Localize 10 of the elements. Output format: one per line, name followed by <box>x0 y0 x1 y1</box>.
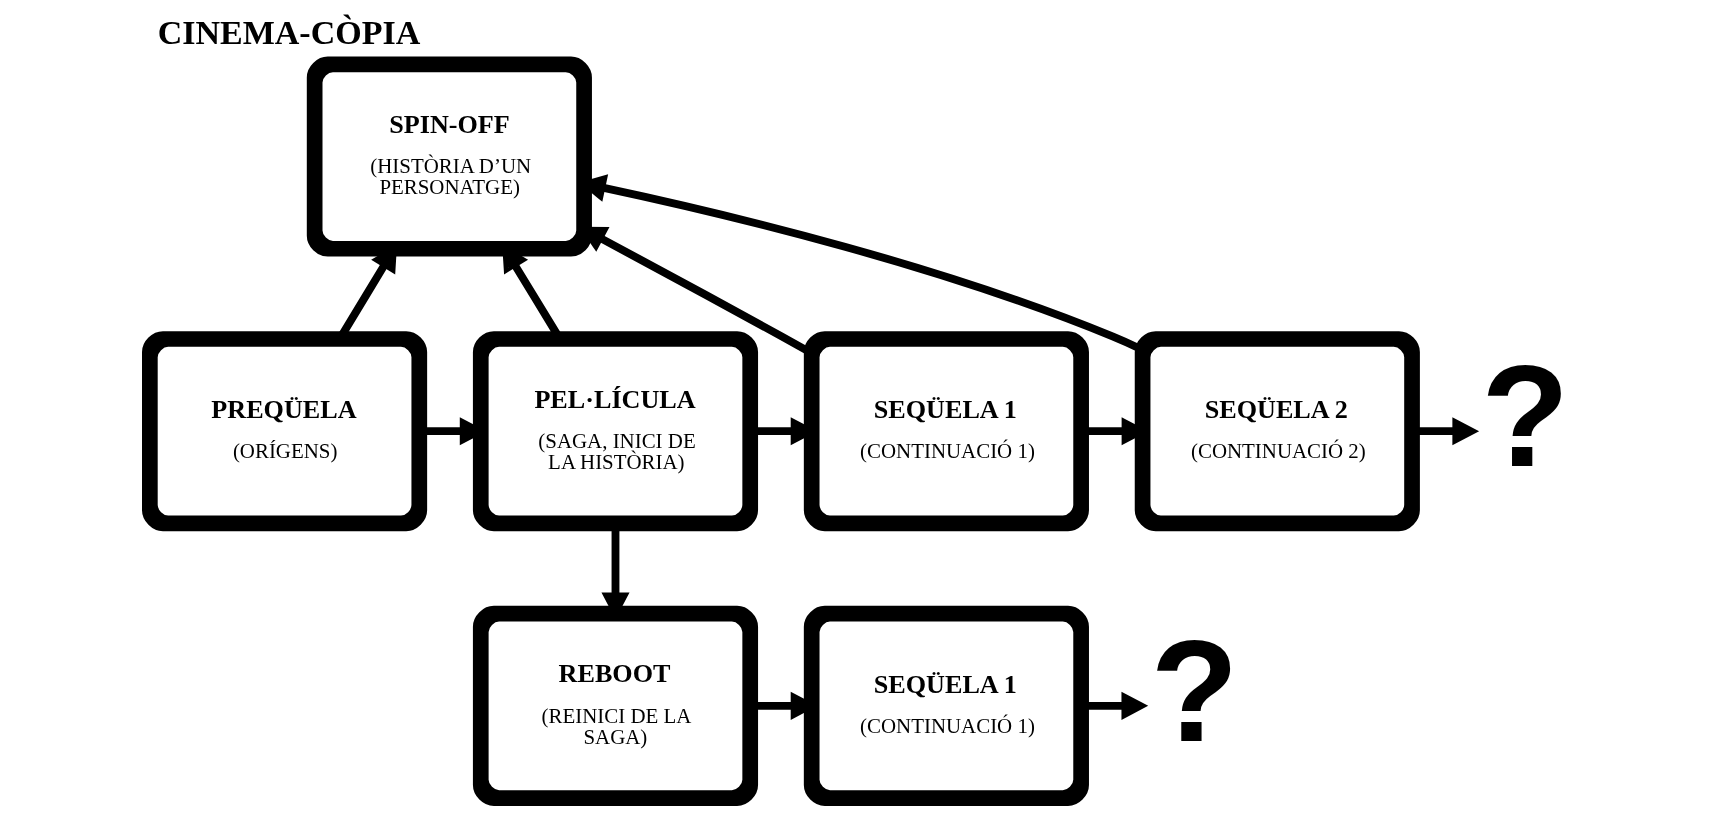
node-box: SEQÜELA 1 (CONTINUACIÓ 1) <box>803 605 1089 806</box>
node-box: PREQÜELA (ORÍGENS) <box>142 331 428 532</box>
node-box: SPIN-OFF (HISTÒRIA D’UN PERSONATGE) <box>306 56 592 257</box>
node-box: PEL·LÍCULA (SAGA, INICI DE LA HISTÒRIA) <box>472 331 759 532</box>
node-box: SEQÜELA 2 (CONTINUACIÓ 2) <box>1134 331 1420 532</box>
node-box: SEQÜELA 1 (CONTINUACIÓ 1) <box>803 331 1089 532</box>
diagram-title: CINEMA-CÒPIA <box>157 14 421 52</box>
node-text: ? <box>1481 335 1570 496</box>
node-text: ? <box>1150 610 1239 771</box>
node-box: REBOOT (REINICI DE LA SAGA) <box>472 605 759 806</box>
